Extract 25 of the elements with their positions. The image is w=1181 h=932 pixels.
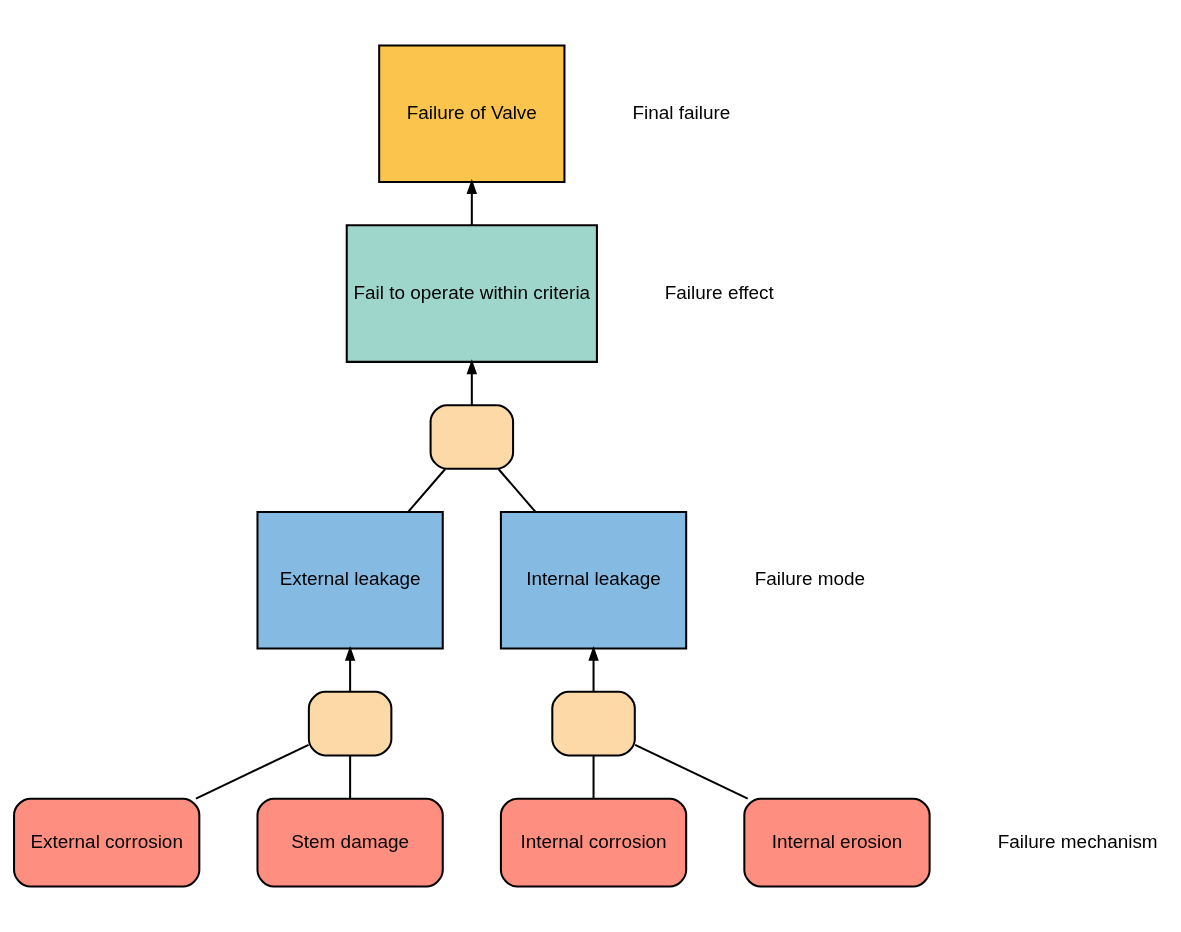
label: Failure mechanism: [997, 830, 1158, 852]
node-box: Stem damage: [256, 797, 444, 888]
arrow: [588, 645, 599, 692]
connector: [592, 755, 595, 799]
node-gate: [551, 690, 636, 757]
connector: [497, 468, 537, 513]
connector: [349, 755, 352, 799]
arrow: [466, 179, 478, 226]
node-box: Internal leakage: [499, 510, 688, 650]
node-box: External leakage: [256, 510, 444, 650]
node-box: External corrosion: [13, 797, 201, 888]
label: Failure mode: [754, 568, 866, 590]
label: Final failure: [632, 101, 731, 123]
node-box: Fail to operate within criteria: [345, 224, 598, 363]
arrow: [466, 359, 478, 406]
node-box: Failure of Valve: [378, 44, 566, 183]
arrow: [344, 645, 356, 692]
connector: [634, 743, 749, 800]
node-box: Internal corrosion: [499, 797, 688, 888]
label: Failure effect: [664, 281, 774, 303]
node-box: Internal erosion: [743, 797, 931, 888]
connector: [195, 743, 309, 800]
connector: [407, 468, 446, 513]
node-gate: [429, 404, 515, 470]
node-gate: [307, 690, 393, 757]
